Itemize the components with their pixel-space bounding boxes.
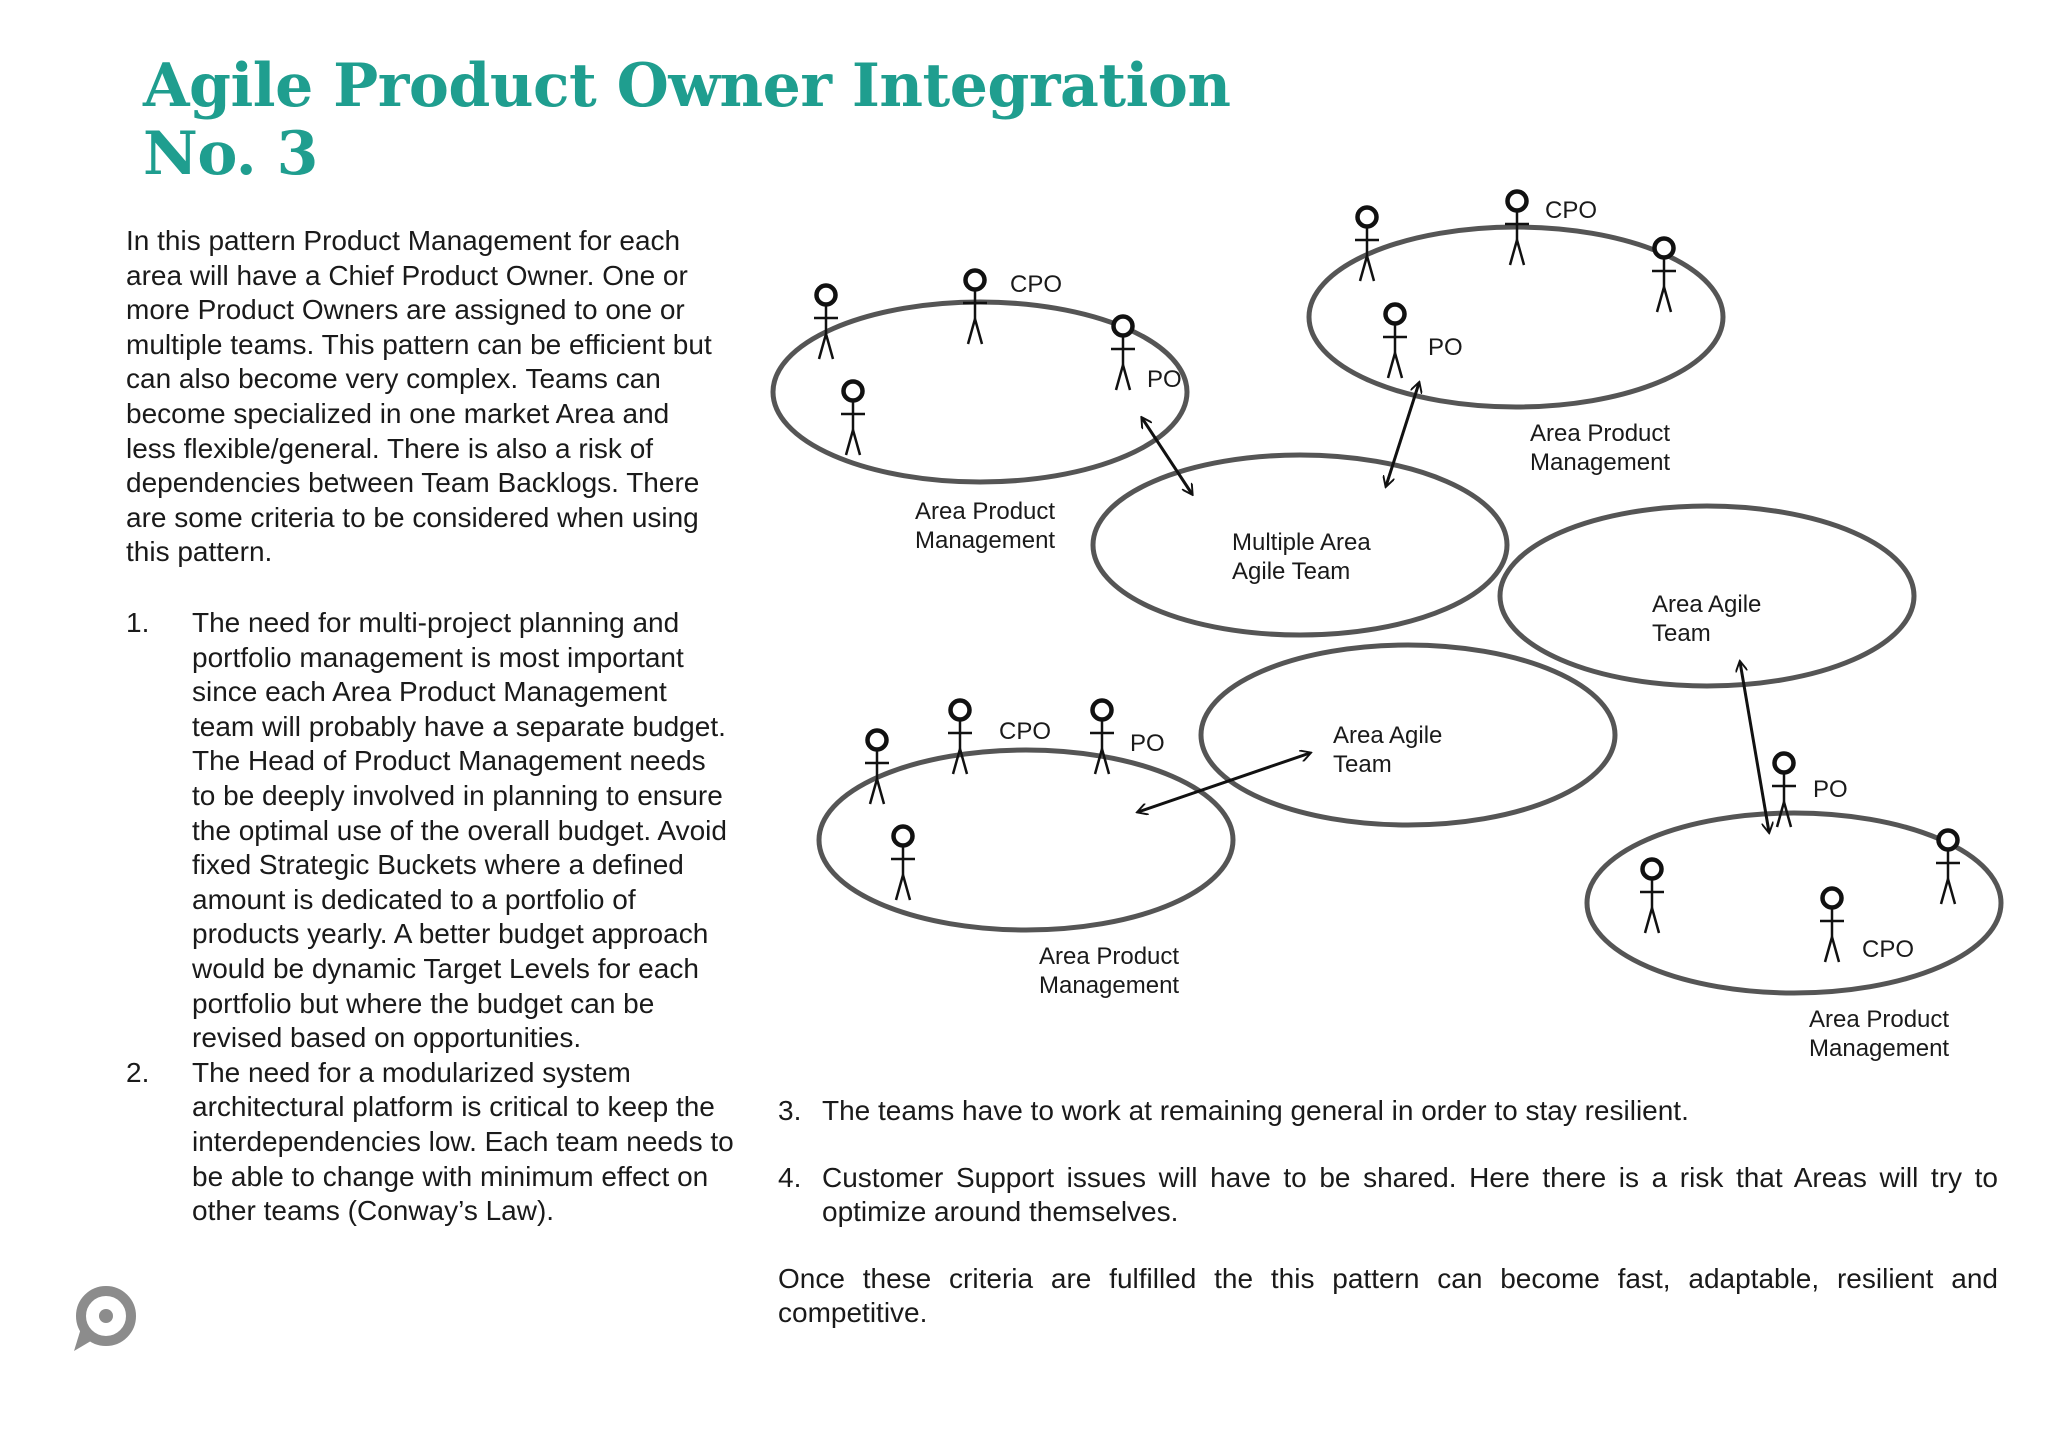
arrow-icon [1138,753,1310,812]
criteria-text: The teams have to work at remaining gene… [822,1095,1689,1126]
criteria-number: 3. [778,1095,802,1126]
criteria-text: Customer Support issues will have to be … [822,1161,1998,1228]
team-label: Multiple Area Agile Team [1232,529,1377,585]
cpo-label: CPO [999,718,1051,745]
criteria-item: 4. Customer Support issues will have to … [778,1161,1998,1230]
area-pm-label-line: Management [915,527,1055,554]
criteria-list-left: 1. The need for multi-project planning a… [126,606,736,1229]
area-pm-label: Area Product Management [915,498,1062,554]
team-label-line: Multiple Area [1232,529,1371,556]
area-pm-label-line: Area Product [1530,420,1670,447]
person-icon [891,827,915,901]
criteria-item: 2. The need for a modularized system arc… [126,1056,736,1229]
page-title: Agile Product Owner Integration No. 3 [143,52,1231,188]
area-pm-label-line: Management [1039,972,1179,999]
criteria-number: 2. [126,1056,150,1088]
person-icon [1090,701,1114,775]
team-ellipse [1090,452,1510,638]
area-pm-label-line: Management [1809,1035,1949,1062]
closing-paragraph: Once these criteria are fulfilled the th… [778,1262,1998,1329]
person-icon [1640,860,1664,934]
speech-bubble-logo-icon [74,1286,136,1351]
area-product-management-1: CPO PO Area Product Management [770,271,1190,554]
person-icon [963,271,987,345]
cpo-label: CPO [1862,936,1914,963]
page-title-line-1: Agile Product Owner Integration [143,51,1231,121]
po-label: PO [1428,334,1463,361]
criteria-number: 4. [778,1161,802,1193]
area-pm-label-line: Management [1530,449,1670,476]
area-pm-label-line: Area Product [915,498,1055,525]
criteria-item: 3. The teams have to work at remaining g… [778,1094,1998,1129]
criteria-number: 1. [126,607,150,638]
person-icon [841,382,865,456]
po-label: PO [1130,730,1165,757]
criteria-item: 1. The need for multi-project planning a… [126,606,736,1056]
person-icon [1355,208,1379,282]
criteria-text: The need for multi-project planning and … [192,607,727,1054]
area-pm-label-line: Area Product [1039,943,1179,970]
criteria-list-right: 3. The teams have to work at remaining g… [778,1094,1998,1230]
area-ellipse [816,747,1236,933]
arrow-icon [1142,418,1192,494]
area-agile-team-middle: Area Agile Team [1198,642,1618,828]
team-label-line: Team [1333,751,1392,778]
multiple-area-agile-team: Multiple Area Agile Team [1090,452,1510,638]
person-icon [814,286,838,360]
person-icon [1772,754,1796,828]
criteria-text: The need for a modularized system archit… [192,1056,734,1227]
team-ellipse [1497,503,1917,689]
area-pm-label: Area Product Management [1039,943,1186,999]
team-ellipse [1198,642,1618,828]
area-product-management-3: CPO PO Area Product Management [816,701,1236,999]
team-label-line: Team [1652,620,1711,647]
left-margin-band [0,0,165,1447]
person-icon [1652,239,1676,313]
arrow-icon [1740,662,1769,832]
page-title-line-2: No. 3 [143,119,318,189]
area-ellipse [1584,810,2004,996]
team-label: Area Agile Team [1333,722,1449,778]
po-label: PO [1147,366,1182,393]
person-icon [1111,317,1135,391]
team-label-line: Area Agile [1333,722,1442,749]
person-icon [1820,889,1844,963]
area-pm-label: Area Product Management [1530,420,1677,476]
area-pm-label-line: Area Product [1809,1006,1949,1033]
arrow-icon [1386,383,1419,486]
area-pm-label: Area Product Management [1809,1006,1956,1062]
cpo-label: CPO [1010,271,1062,298]
area-product-management-4: PO CPO Area Product Management [1584,754,2004,1062]
person-icon [948,701,972,775]
team-label: Area Agile Team [1652,591,1768,647]
person-icon [1936,831,1960,905]
team-label-line: Area Agile [1652,591,1761,618]
po-label: PO [1813,776,1848,803]
criteria-block-right: 3. The teams have to work at remaining g… [778,1094,1998,1331]
area-agile-team-right: Area Agile Team [1497,503,1917,689]
intro-paragraph: In this pattern Product Management for e… [126,225,712,568]
person-icon [865,731,889,805]
person-icon [1383,305,1407,379]
cpo-label: CPO [1545,197,1597,224]
team-label-line: Agile Team [1232,558,1350,585]
area-product-management-2: CPO PO Area Product Management [1306,192,1726,476]
